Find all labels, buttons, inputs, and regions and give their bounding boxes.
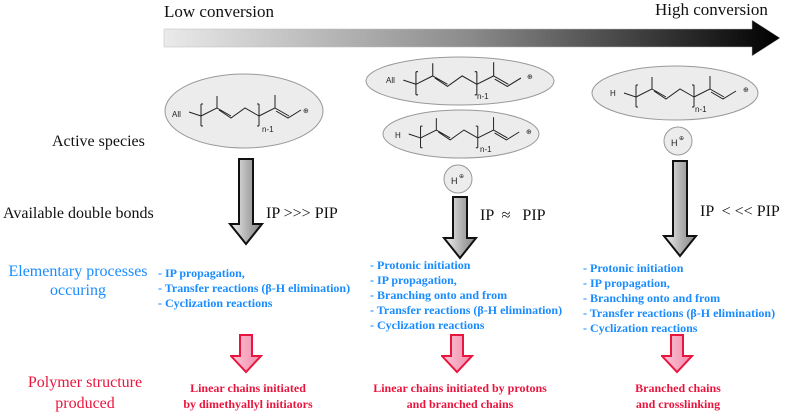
proton-prefix-text: H (610, 89, 616, 98)
row-label-active-species: Active species (52, 133, 145, 150)
process-item: - IP propagation, (583, 276, 670, 290)
cation-icon: ⊕ (526, 129, 532, 136)
allyl-prefix-text: All (172, 110, 181, 119)
process-item: - Branching onto and from (370, 288, 508, 302)
grey-down-arrow (228, 158, 264, 246)
grey-down-arrow (442, 196, 478, 260)
proton-prefix-text: H (395, 131, 401, 140)
repeat-subscript: n-1 (262, 125, 274, 134)
cation-icon: ⊕ (527, 74, 533, 81)
proton-chain-structure: H n-1 ⊕ (382, 109, 540, 159)
row-label-polymer-structure: Polymer structure produced (27, 374, 143, 412)
free-proton-col2: H ⊕ (442, 163, 474, 195)
proton-chain-structure: H n-1 ⊕ (591, 65, 759, 121)
repeat-subscript: n-1 (480, 145, 492, 154)
grey-down-arrow (662, 160, 698, 258)
species-proton-col3: H n-1 ⊕ (590, 64, 760, 122)
process-item: - IP propagation, (370, 273, 457, 287)
row-label-double-bonds: Available double bonds (3, 205, 154, 222)
ratio-high: IP < << PIP (700, 203, 780, 220)
allyl-chain-structure: All n-1 ⊕ (164, 73, 324, 149)
cation-icon: ⊕ (303, 108, 309, 115)
process-list-high: - Protonic initiation - IP propagation, … (583, 261, 775, 336)
product-high: Branched chains and crosslinking (635, 381, 721, 411)
species-allyl-col2: All n-1 ⊕ (364, 55, 556, 107)
free-proton-col3: H ⊕ (662, 125, 694, 157)
species-allyl-col1: All n-1 ⊕ (163, 72, 325, 150)
process-item: - Transfer reactions (β-H elimination) (158, 281, 351, 295)
repeat-subscript: n-1 (695, 105, 707, 114)
high-conversion-label: High conversion (655, 0, 768, 19)
pink-down-arrow (661, 334, 695, 374)
ratio-low: IP >>> PIP (266, 205, 338, 222)
proton-text: H (671, 138, 678, 148)
process-item: - Cyclization reactions (583, 321, 698, 335)
process-list-low: - IP propagation, - Transfer reactions (… (158, 266, 350, 311)
species-proton-col2: H n-1 ⊕ (381, 108, 541, 160)
process-item: - IP propagation, (158, 266, 245, 280)
ratio-mid: IP ≈ PIP (480, 207, 546, 224)
cation-icon: ⊕ (679, 136, 684, 142)
process-item: - Protonic initiation (583, 261, 684, 275)
product-mid: Linear chains initiated by protons and b… (373, 381, 547, 411)
low-conversion-label: Low conversion (164, 2, 275, 21)
allyl-prefix-text: All (386, 76, 395, 85)
cation-icon: ⊕ (743, 87, 749, 94)
row-label-elementary-processes: Elementary processes occuring (8, 263, 148, 299)
process-item: - Transfer reactions (β-H elimination) (583, 306, 776, 320)
process-list-mid: - Protonic initiation - IP propagation, … (370, 258, 562, 333)
proton-text: H (451, 176, 458, 186)
allyl-chain-structure: All n-1 ⊕ (365, 56, 555, 106)
pink-down-arrow (441, 334, 475, 374)
process-item: - Branching onto and from (583, 291, 721, 305)
process-item: - Transfer reactions (β-H elimination) (370, 303, 563, 317)
cation-icon: ⊕ (459, 174, 464, 180)
pink-down-arrow (230, 334, 264, 374)
process-item: - Protonic initiation (370, 258, 471, 272)
product-low: Linear chains initiated by dimethyallyl … (183, 381, 313, 411)
repeat-subscript: n-1 (477, 92, 489, 101)
process-item: - Cyclization reactions (370, 318, 485, 332)
process-item: - Cyclization reactions (158, 296, 273, 310)
conversion-arrow (163, 19, 781, 57)
